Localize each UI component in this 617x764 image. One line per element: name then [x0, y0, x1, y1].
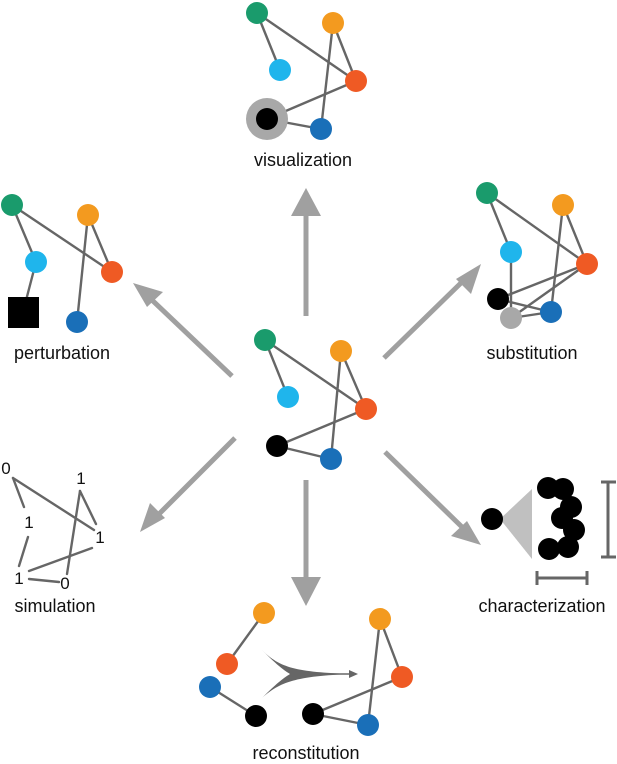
reconstitution-right-fragment — [302, 608, 413, 736]
state-value: 0 — [60, 574, 69, 593]
state-value: 1 — [76, 469, 85, 488]
simulation-label: simulation — [14, 596, 95, 616]
state-value: 1 — [14, 569, 23, 588]
perturbation-label: perturbation — [14, 343, 110, 363]
state-value: 1 — [95, 528, 104, 547]
arrow-lower-right — [383, 450, 481, 545]
characterization-graphic — [481, 477, 616, 585]
perturbed-node-square — [8, 297, 39, 328]
node-black — [266, 435, 288, 457]
arrow-lower-left — [140, 436, 237, 532]
merge-arrow — [262, 650, 358, 698]
perturbation-network — [1, 194, 123, 333]
node-cluster — [537, 477, 585, 560]
arrow-down — [291, 480, 321, 606]
simulation-network: 0 1 1 1 1 0 — [1, 459, 104, 593]
central-network — [254, 329, 377, 470]
visualization-network — [246, 2, 367, 140]
arrow-upper-right — [382, 264, 481, 360]
visualization-label: visualization — [254, 150, 352, 170]
width-scale-bar — [535, 571, 589, 585]
substitution-label: substitution — [486, 343, 577, 363]
node-red — [355, 398, 377, 420]
state-value: 1 — [24, 513, 33, 532]
reconstitution-left-fragment — [199, 602, 275, 727]
arrows — [133, 188, 481, 606]
arrow-upper-left — [133, 283, 234, 378]
characterization-label: characterization — [478, 596, 605, 616]
edge — [263, 338, 368, 411]
substitution-network — [476, 182, 598, 329]
node-orange — [330, 340, 352, 362]
cone-shape — [500, 489, 532, 559]
edge — [329, 349, 343, 461]
node-green — [254, 329, 276, 351]
reconstitution-label: reconstitution — [252, 743, 359, 763]
node-lightblue — [277, 386, 299, 408]
arrow-up — [291, 188, 321, 316]
state-value: 0 — [1, 459, 10, 478]
node-blue — [320, 448, 342, 470]
edge — [275, 407, 368, 448]
substitute-node — [500, 307, 522, 329]
height-scale-bar — [601, 480, 616, 559]
